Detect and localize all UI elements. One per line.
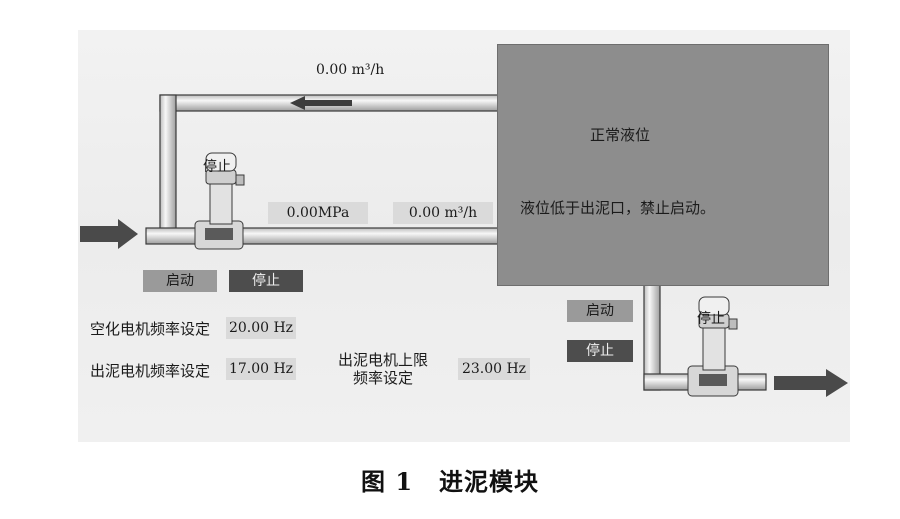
inlet-pump-start-button[interactable]: 启动 xyxy=(143,270,217,292)
inlet-pressure-readout: 0.00MPa xyxy=(268,202,368,224)
sludge-motor-limit-label-line1: 出泥电机上限 xyxy=(338,351,429,369)
figure-caption: 图 1 进泥模块 xyxy=(0,462,900,497)
flow-left-arrow-icon xyxy=(290,96,352,110)
inlet-pump-status: 停止 xyxy=(203,159,231,175)
top-flow-readout: 0.00 m³/h xyxy=(316,62,385,78)
sludge-motor-limit-label-line2: 频率设定 xyxy=(353,369,414,387)
return-pipe-left xyxy=(159,94,177,238)
outlet-pump-start-button[interactable]: 启动 xyxy=(567,300,633,322)
outlet-pump-icon xyxy=(687,296,739,397)
outlet-arrow-icon xyxy=(774,369,848,397)
figure-number: 图 1 xyxy=(360,467,414,496)
tank-level-status: 正常液位 xyxy=(590,126,651,144)
sludge-motor-limit-label: 出泥电机上限 频率设定 xyxy=(338,351,428,387)
inlet-arrow-icon xyxy=(80,219,138,249)
aeration-motor-freq-input[interactable]: 20.00 Hz xyxy=(226,317,296,339)
aeration-motor-freq-label: 空化电机频率设定 xyxy=(90,320,211,338)
sludge-motor-limit-input[interactable]: 23.00 Hz xyxy=(458,358,530,380)
figure-title: 进泥模块 xyxy=(439,467,540,496)
tank-warning: 液位低于出泥口，禁止启动。 xyxy=(520,199,716,217)
sludge-motor-freq-input[interactable]: 17.00 Hz xyxy=(226,358,296,380)
inlet-pump-stop-button[interactable]: 停止 xyxy=(229,270,303,292)
outlet-pump-stop-button[interactable]: 停止 xyxy=(567,340,633,362)
inlet-pump-icon xyxy=(194,152,245,250)
inlet-flow-readout: 0.00 m³/h xyxy=(393,202,493,224)
outlet-pump-status: 停止 xyxy=(697,311,725,327)
sludge-tank xyxy=(497,44,829,286)
sludge-motor-freq-label: 出泥电机频率设定 xyxy=(90,362,211,380)
